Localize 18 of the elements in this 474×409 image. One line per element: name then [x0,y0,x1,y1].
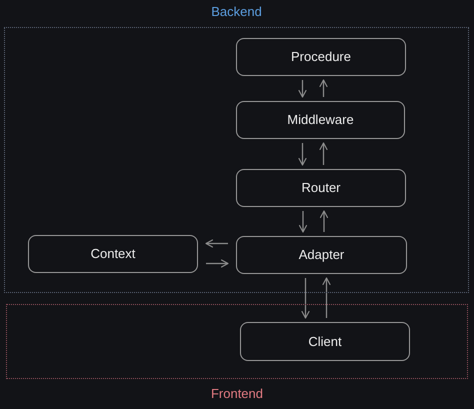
process-box: Adapter [236,236,407,274]
arrow [206,259,229,268]
group-label: Frontend [210,386,264,402]
arrow [319,142,328,165]
process-box: Context [28,235,198,273]
arrow [298,80,307,98]
process-box: Client [240,322,410,361]
arrow [322,277,331,318]
process-box: Router [236,169,406,207]
arrow [298,143,307,166]
process-box: Middleware [236,101,405,139]
process-box: Procedure [236,38,406,76]
arrow [301,278,310,319]
arrow [205,239,228,248]
arrow [320,210,328,232]
group-label: Backend [211,4,262,20]
arrow [319,79,328,97]
arrow [298,211,308,233]
